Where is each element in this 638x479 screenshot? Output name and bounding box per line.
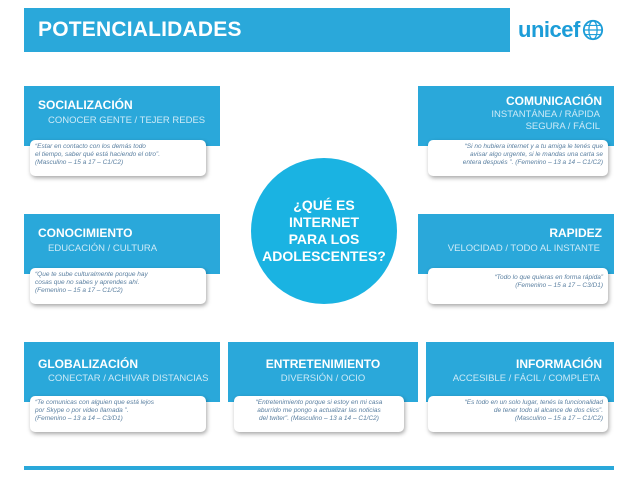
panel-conocimiento: CONOCIMIENTO EDUCACIÓN / CULTURA bbox=[24, 214, 220, 274]
center-circle: ¿QUÉ ES INTERNET PARA LOS ADOLESCENTES? bbox=[251, 158, 397, 304]
header-bar bbox=[24, 8, 510, 52]
quote-line: por Skype o por video llamada ”. bbox=[35, 407, 129, 414]
quote-bubble: “Todo lo que quieras en forma rápida” (F… bbox=[428, 268, 608, 304]
quote-line: (Masculino – 15 a 17 – C1/C2) bbox=[514, 415, 603, 422]
panel-socializacion: SOCIALIZACIÓN CONOCER GENTE / TEJER REDE… bbox=[24, 86, 220, 146]
circle-line: PARA LOS bbox=[288, 231, 360, 247]
panel-rapidez: RAPIDEZ VELOCIDAD / TODO AL INSTANTE bbox=[418, 214, 614, 274]
quote-line: cosas que no sabes y aprendes ahí. bbox=[35, 279, 140, 286]
quote-bubble: “Que te sube culturalmente porque hay co… bbox=[30, 268, 206, 304]
panel-subtitle: SEGURA / FÁCIL bbox=[525, 121, 600, 132]
panel-entretenimiento: ENTRETENIMIENTO DIVERSIÓN / OCIO bbox=[228, 342, 418, 402]
quote-line: “Es todo en un solo lugar, tenés la func… bbox=[464, 399, 603, 406]
quote-line: (Femenino – 13 a 14 – C3/D1) bbox=[35, 415, 123, 422]
panel-title: RAPIDEZ bbox=[549, 226, 602, 240]
panel-globalizacion: GLOBALIZACIÓN CONECTAR / ACHIVAR DISTANC… bbox=[24, 342, 220, 402]
panel-subtitle: CONECTAR / ACHIVAR DISTANCIAS bbox=[48, 373, 209, 384]
panel-title: SOCIALIZACIÓN bbox=[38, 98, 133, 112]
quote-line: “Que te sube culturalmente porque hay bbox=[35, 271, 148, 278]
circle-line: ¿QUÉ ES bbox=[293, 197, 355, 213]
quote-bubble: “Es todo en un solo lugar, tenés la func… bbox=[428, 396, 608, 432]
panel-informacion: INFORMACIÓN ACCESIBLE / FÁCIL / COMPLETA bbox=[426, 342, 614, 402]
quote-bubble: “Si no hubiera internet y a tu amiga le … bbox=[428, 140, 608, 176]
quote-line: “Estar en contacto con los demás todo bbox=[35, 143, 146, 150]
panel-title: CONOCIMIENTO bbox=[38, 226, 133, 240]
globe-icon bbox=[582, 19, 603, 41]
quote-line: aburrido me pongo a actualizar las notic… bbox=[257, 407, 381, 414]
panel-subtitle: VELOCIDAD / TODO AL INSTANTE bbox=[447, 243, 600, 254]
panel-subtitle: INSTANTÁNEA / RÁPIDA bbox=[491, 109, 600, 120]
quote-line: del twiter”. (Masculino – 13 a 14 – C1/C… bbox=[259, 415, 379, 422]
bottom-band bbox=[24, 466, 614, 470]
panel-subtitle: DIVERSIÓN / OCIO bbox=[280, 373, 366, 384]
panel-title: INFORMACIÓN bbox=[516, 357, 602, 371]
logo-text: unicef bbox=[518, 17, 580, 42]
panel-title: ENTRETENIMIENTO bbox=[265, 357, 381, 371]
quote-bubble: “Estar en contacto con los demás todo el… bbox=[30, 140, 206, 176]
page-title: POTENCIALIDADES bbox=[38, 18, 242, 41]
quote-line: entera después ”. (Femenino – 13 a 14 – … bbox=[462, 159, 603, 166]
quote-line: (Femenino – 15 a 17 – C3/D1) bbox=[515, 282, 603, 289]
quote-line: “Todo lo que quieras en forma rápida” bbox=[494, 274, 603, 281]
quote-line: de tener todo al alcance de dos clics”. bbox=[493, 407, 603, 414]
panel-comunicacion: COMUNICACIÓN INSTANTÁNEA / RÁPIDA SEGURA… bbox=[418, 86, 614, 146]
quote-bubble: “Entretenimiento porque si estoy en mi c… bbox=[234, 396, 404, 432]
panel-title: GLOBALIZACIÓN bbox=[38, 357, 138, 371]
panel-subtitle: EDUCACIÓN / CULTURA bbox=[48, 243, 158, 254]
circle-line: ADOLESCENTES? bbox=[262, 248, 386, 264]
circle-line: INTERNET bbox=[289, 214, 359, 230]
unicef-logo: unicef bbox=[518, 8, 618, 52]
quote-bubble: “Te comunicas con alguien que está lejos… bbox=[30, 396, 206, 432]
header: POTENCIALIDADES unicef bbox=[0, 0, 638, 58]
quote-line: avisar algo urgente, si le mandas una ca… bbox=[470, 151, 603, 158]
quote-line: el tiempo, saber qué está haciendo el ot… bbox=[35, 151, 161, 158]
quote-line: (Masculino – 15 a 17 – C1/C2) bbox=[35, 159, 124, 166]
panel-subtitle: CONOCER GENTE / TEJER REDES bbox=[48, 115, 206, 126]
quote-line: “Si no hubiera internet y a tu amiga le … bbox=[464, 143, 603, 150]
quote-line: (Femenino – 15 a 17 – C1/C2) bbox=[35, 287, 123, 294]
panel-subtitle: ACCESIBLE / FÁCIL / COMPLETA bbox=[452, 373, 600, 384]
quote-line: “Entretenimiento porque si estoy en mi c… bbox=[255, 399, 383, 406]
quote-line: “Te comunicas con alguien que está lejos bbox=[35, 399, 154, 406]
panel-title: COMUNICACIÓN bbox=[506, 94, 602, 108]
